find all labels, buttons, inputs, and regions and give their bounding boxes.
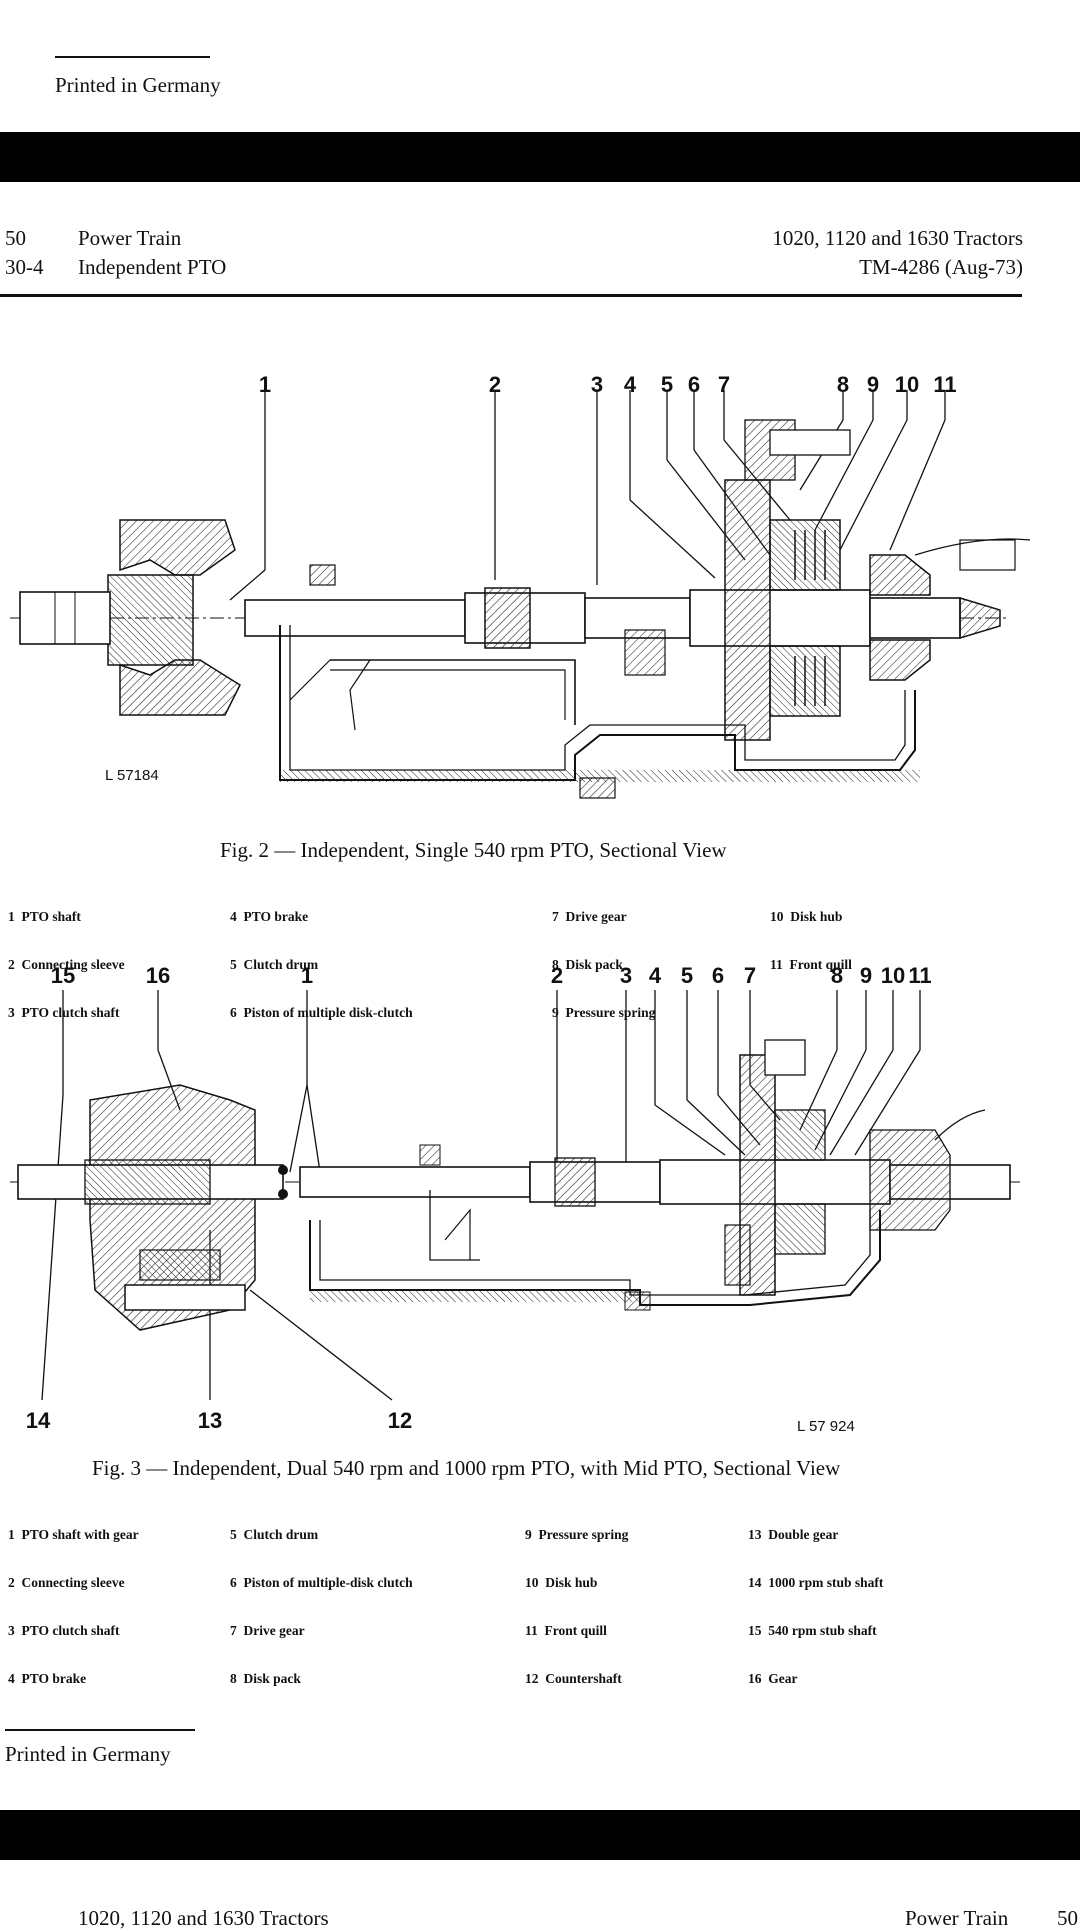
- figure3-diagram: [10, 990, 1020, 1401]
- fig2-callout-4: 4: [623, 372, 637, 397]
- fig3-legend-item: 15 540 rpm stub shaft: [748, 1623, 877, 1638]
- fig2-callout-2: 2: [488, 372, 502, 397]
- bottom-black-band: [0, 1810, 1080, 1860]
- fig3-legend-item: 11 Front quill: [525, 1623, 607, 1638]
- top-black-band: [0, 132, 1080, 182]
- fig3-legend-item: 10 Disk hub: [525, 1575, 598, 1590]
- next-page-header-section: Power Train: [905, 1906, 1009, 1930]
- bottom-printed-note: Printed in Germany: [5, 1742, 171, 1766]
- fig3-drawing-code: L 57 924: [797, 1418, 855, 1435]
- fig3-callout-13: 13: [197, 1408, 223, 1433]
- fig3-legend-item: 1 PTO shaft with gear: [8, 1527, 139, 1542]
- fig2-callout-6: 6: [687, 372, 701, 397]
- fig3-legend-item: 4 PTO brake: [8, 1671, 87, 1686]
- fig2-legend-item: 9 Pressure spring: [552, 1005, 656, 1020]
- fig2-callout-9: 9: [866, 372, 880, 397]
- fig2-legend-col-1: 1 PTO shaft 2 Connecting sleeve 3 PTO cl…: [8, 877, 125, 1037]
- fig2-legend-item: 4 PTO brake: [230, 909, 309, 924]
- fig2-callout-10: 10: [894, 372, 920, 397]
- fig3-callout-14: 14: [25, 1408, 51, 1433]
- fig3-legend-item: 14 1000 rpm stub shaft: [748, 1575, 884, 1590]
- fig3-callout-1: 1: [300, 963, 314, 988]
- next-page-header-models: 1020, 1120 and 1630 Tractors: [78, 1906, 329, 1930]
- fig2-callout-1: 1: [258, 372, 272, 397]
- header-tractor-models: 1020, 1120 and 1630 Tractors: [772, 226, 1023, 250]
- fig3-callout-4: 4: [648, 963, 662, 988]
- fig3-legend-item: 7 Drive gear: [230, 1623, 305, 1638]
- fig2-legend-item: 6 Piston of multiple disk-clutch: [230, 1005, 413, 1020]
- fig2-caption: Fig. 2 — Independent, Single 540 rpm PTO…: [220, 838, 727, 862]
- fig2-legend-item: 7 Drive gear: [552, 909, 627, 924]
- fig2-callout-5: 5: [660, 372, 674, 397]
- fig3-callout-6: 6: [711, 963, 725, 988]
- bottom-note-rule: [5, 1729, 195, 1731]
- header-subsection-number: 30-4: [5, 255, 44, 279]
- fig2-legend-item: 2 Connecting sleeve: [8, 957, 125, 972]
- header-section-number: 50: [5, 226, 26, 250]
- fig3-callout-8: 8: [830, 963, 844, 988]
- fig2-legend-item: 11 Front quill: [770, 957, 852, 972]
- fig2-legend-col-3: 7 Drive gear 8 Disk pack 9 Pressure spri…: [552, 877, 655, 1037]
- header-subsection-title: Independent PTO: [78, 255, 227, 279]
- fig3-legend-item: 12 Countershaft: [525, 1671, 622, 1686]
- fig3-legend-col-2: 5 Clutch drum 6 Piston of multiple-disk …: [230, 1495, 413, 1703]
- fig2-legend-col-4: 10 Disk hub 11 Front quill: [770, 877, 852, 989]
- fig2-callout-7: 7: [717, 372, 731, 397]
- fig3-legend-item: 9 Pressure spring: [525, 1527, 629, 1542]
- fig3-callout-10: 10: [880, 963, 906, 988]
- top-note-rule: [55, 56, 210, 58]
- top-printed-note: Printed in Germany: [55, 73, 221, 97]
- fig3-legend-item: 5 Clutch drum: [230, 1527, 319, 1542]
- header-rule: [0, 294, 1022, 297]
- header-manual-code: TM-4286 (Aug-73): [859, 255, 1023, 279]
- fig3-legend-col-3: 9 Pressure spring 10 Disk hub 11 Front q…: [525, 1495, 628, 1703]
- fig2-legend-col-2: 4 PTO brake 5 Clutch drum 6 Piston of mu…: [230, 877, 413, 1037]
- fig2-legend-item: 8 Disk pack: [552, 957, 623, 972]
- fig3-callout-2: 2: [550, 963, 564, 988]
- fig3-legend-item: 8 Disk pack: [230, 1671, 301, 1686]
- fig3-callout-5: 5: [680, 963, 694, 988]
- fig3-callout-12: 12: [387, 1408, 413, 1433]
- fig2-legend-item: 3 PTO clutch shaft: [8, 1005, 120, 1020]
- figure2-diagram: [10, 390, 1031, 799]
- fig3-callout-15: 15: [50, 963, 76, 988]
- fig3-callout-9: 9: [859, 963, 873, 988]
- fig3-legend-item: 6 Piston of multiple-disk clutch: [230, 1575, 413, 1590]
- fig2-callout-3: 3: [590, 372, 604, 397]
- fig3-legend-item: 3 PTO clutch shaft: [8, 1623, 120, 1638]
- fig3-legend-col-4: 13 Double gear 14 1000 rpm stub shaft 15…: [748, 1495, 883, 1703]
- fig3-legend-col-1: 1 PTO shaft with gear 2 Connecting sleev…: [8, 1495, 139, 1703]
- fig3-legend-item: 13 Double gear: [748, 1527, 839, 1542]
- fig3-caption: Fig. 3 — Independent, Dual 540 rpm and 1…: [92, 1456, 841, 1480]
- fig3-callout-3: 3: [619, 963, 633, 988]
- fig2-callout-8: 8: [836, 372, 850, 397]
- fig2-drawing-code: L 57184: [105, 767, 159, 784]
- fig3-callout-16: 16: [145, 963, 171, 988]
- fig3-legend-item: 2 Connecting sleeve: [8, 1575, 125, 1590]
- fig2-legend-item: 1 PTO shaft: [8, 909, 81, 924]
- next-page-header-number: 50: [1057, 1906, 1078, 1930]
- fig2-legend-item: 10 Disk hub: [770, 909, 843, 924]
- header-section-title: Power Train: [78, 226, 182, 250]
- fig2-legend-item: 5 Clutch drum: [230, 957, 319, 972]
- fig3-legend-item: 16 Gear: [748, 1671, 798, 1686]
- fig2-callout-11: 11: [933, 372, 957, 397]
- fig3-callout-7: 7: [743, 963, 757, 988]
- fig3-callout-11: 11: [908, 963, 932, 988]
